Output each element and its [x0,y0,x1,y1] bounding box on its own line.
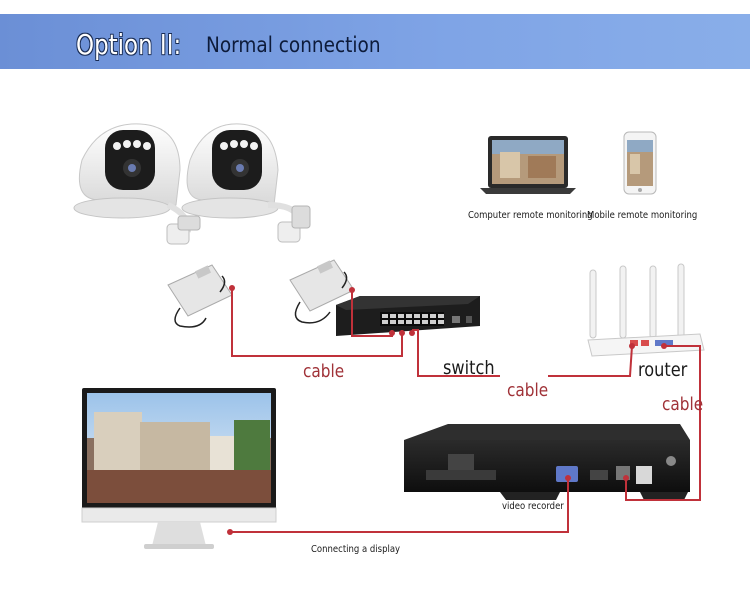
monitor [81,388,277,549]
cable-adapter1-switch [231,288,403,357]
computer-monitoring-label: Computer remote monitoring [468,210,593,221]
laptop [480,136,576,194]
switch-label: switch [443,357,495,379]
phone [623,131,657,195]
cable-router-recorder [625,345,701,501]
cable-router-link [548,345,633,377]
power-adapter-1 [167,264,233,328]
cable-switch-router [412,329,500,377]
cable-label-2: cable [507,380,549,401]
display-label: Connecting a display [311,544,401,555]
network-switch [336,296,480,336]
video-recorder-label: video recorder [502,501,564,512]
title-banner: Option II: Normal connection [0,14,750,69]
router-label: router [638,359,688,381]
mobile-monitoring-label: Mobile remote monitoring [587,210,698,221]
banner-subtitle: Normal connection [206,33,381,57]
dome-camera-1 [73,123,201,245]
cable-label-1: cable [303,361,345,382]
option-label: Option II: [76,28,182,61]
router [587,263,705,357]
cable-endpoints [227,285,667,535]
cable-label-3: cable [662,394,704,415]
dome-camera-2 [181,123,311,243]
cable-display-recorder [230,478,569,533]
video-recorder [404,424,690,500]
